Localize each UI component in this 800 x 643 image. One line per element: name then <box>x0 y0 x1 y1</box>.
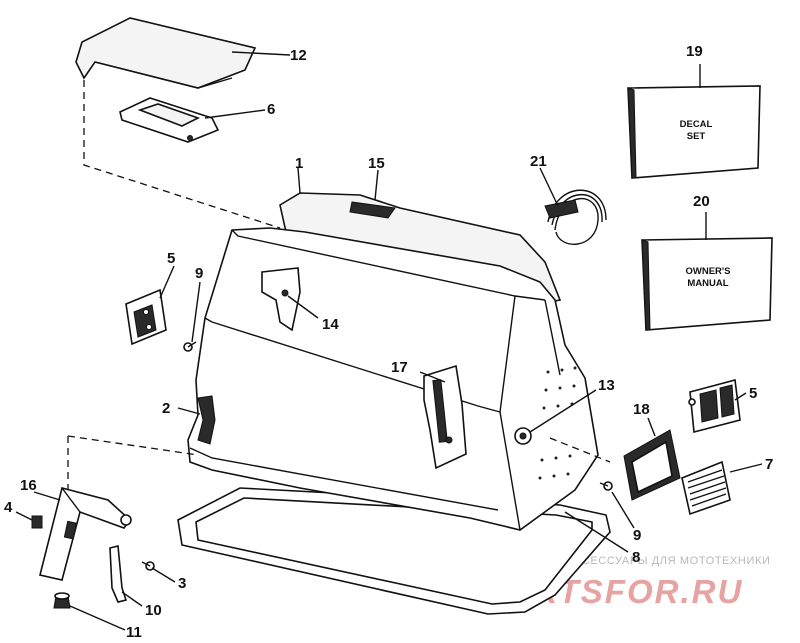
callout-12: 12 <box>290 47 307 64</box>
owners-manual-line2: MANUAL <box>687 278 728 289</box>
assembly-path <box>83 80 281 229</box>
flange <box>119 97 220 143</box>
mount-bracket <box>39 487 132 581</box>
callout-16: 16 <box>20 477 37 494</box>
assembly-path <box>549 437 611 463</box>
callout-2: 2 <box>162 400 170 417</box>
callout-21: 21 <box>530 153 547 170</box>
callout-20: 20 <box>693 193 710 210</box>
callout-1: 1 <box>295 155 303 172</box>
callout-6: 6 <box>267 101 275 118</box>
bracket-strip <box>109 544 128 603</box>
callout-8: 8 <box>632 549 640 566</box>
grommet <box>53 592 71 609</box>
callout-18: 18 <box>633 401 650 418</box>
leader-lines <box>15 51 763 631</box>
callout-7: 7 <box>765 456 773 473</box>
callout-17: 17 <box>391 359 408 376</box>
callout-9-right: 9 <box>633 527 641 544</box>
top-cover <box>75 17 257 89</box>
owners-manual-line1: OWNER'S <box>685 266 730 277</box>
callout-15: 15 <box>368 155 385 172</box>
decal-set-line1: DECAL <box>680 119 713 130</box>
decal <box>681 460 731 516</box>
clip <box>31 515 43 529</box>
callout-4: 4 <box>4 499 13 516</box>
owners-manual-box <box>641 237 773 331</box>
plate <box>623 429 681 501</box>
callout-5-right: 5 <box>749 385 757 402</box>
callout-9-left: 9 <box>195 265 203 282</box>
callout-13: 13 <box>598 377 615 394</box>
callout-14: 14 <box>322 316 339 333</box>
callout-10: 10 <box>145 602 162 619</box>
callout-19: 19 <box>686 43 703 60</box>
wire <box>544 189 607 245</box>
callout-5-left: 5 <box>167 250 175 267</box>
decal-set-box <box>627 85 761 179</box>
callout-11: 11 <box>126 624 142 641</box>
emblem-60 <box>688 378 741 434</box>
screw-right <box>599 481 613 491</box>
callout-3: 3 <box>178 575 186 592</box>
cover-bracket <box>261 267 301 332</box>
screw-left <box>183 341 197 352</box>
assembly-path <box>67 435 199 490</box>
decal-set-line2: SET <box>687 131 706 142</box>
bracket-left <box>125 288 167 346</box>
